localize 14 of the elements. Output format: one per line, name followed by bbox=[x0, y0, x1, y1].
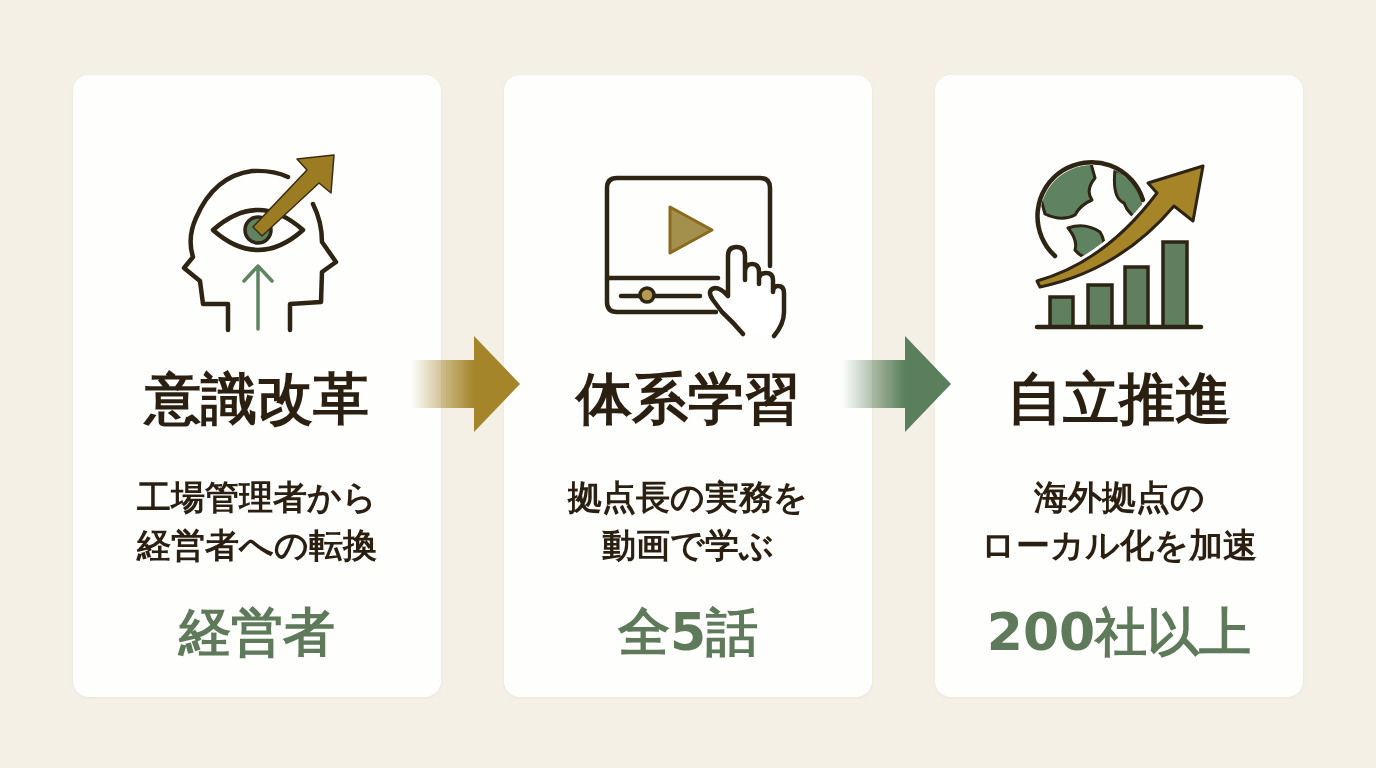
key-figure: 全5話 bbox=[617, 602, 759, 662]
step-card bbox=[935, 75, 1303, 697]
step-description: 拠点長の実務を動画で学ぶ bbox=[568, 476, 808, 567]
step-title: 自立推進 bbox=[1007, 365, 1231, 431]
key-figure: 200社以上 bbox=[986, 602, 1252, 662]
step-card bbox=[504, 75, 872, 697]
key-figure: 経営者 bbox=[179, 602, 335, 662]
arrow bbox=[842, 336, 951, 432]
step-description: 海外拠点のローカル化を加速 bbox=[981, 476, 1257, 567]
step-title: 意識改革 bbox=[145, 365, 369, 431]
step-card bbox=[73, 75, 441, 697]
arrow bbox=[411, 336, 520, 432]
step-title: 体系学習 bbox=[576, 365, 800, 431]
step-description: 工場管理者から経営者への転換 bbox=[137, 476, 377, 567]
